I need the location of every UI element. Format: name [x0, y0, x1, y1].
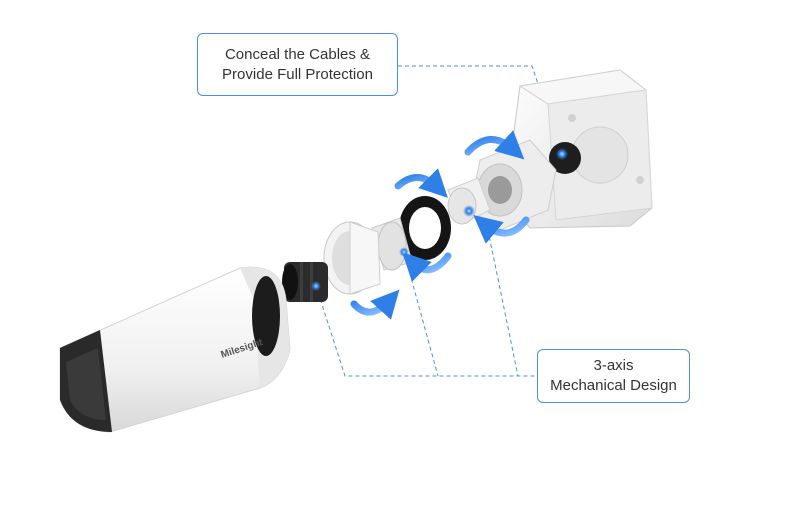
- connector-dot-icon: [463, 205, 475, 217]
- black-connector: [282, 262, 328, 302]
- callout-3-axis-line2: Mechanical Design: [550, 377, 677, 394]
- connector-dot-icon: [311, 281, 321, 291]
- leader-line-cables: [398, 65, 561, 151]
- callout-conceal-cables: Conceal the Cables & Provide Full Protec…: [197, 33, 398, 96]
- rotation-arrow-icon: [394, 168, 448, 198]
- adapter: [371, 217, 413, 271]
- callout-3-axis-line1: 3-axis: [593, 357, 634, 374]
- mount-arm: [447, 139, 557, 231]
- cable-cup: [323, 221, 381, 295]
- connector-dots: [311, 148, 568, 291]
- callout-conceal-cables-line2: Provide Full Protection: [222, 65, 373, 83]
- leader-line-axis-1: [315, 285, 537, 377]
- connector-dot-icon: [556, 148, 568, 160]
- rotation-arrows: [350, 130, 530, 320]
- rotation-arrow-icon: [464, 130, 525, 160]
- callout-conceal-cables-line1: Conceal the Cables &: [224, 45, 371, 63]
- rotation-arrow-icon: [473, 215, 530, 244]
- callout-3-axis: 3-axis Mechanical Design: [537, 349, 690, 403]
- leader-line-axis-3: [472, 213, 519, 377]
- rotation-arrow-icon: [350, 289, 400, 320]
- connector-dot-icon: [399, 247, 409, 257]
- camera-body: Milesight: [59, 266, 291, 433]
- rotation-arrow-icon: [402, 252, 452, 282]
- gasket-ring: [399, 196, 451, 260]
